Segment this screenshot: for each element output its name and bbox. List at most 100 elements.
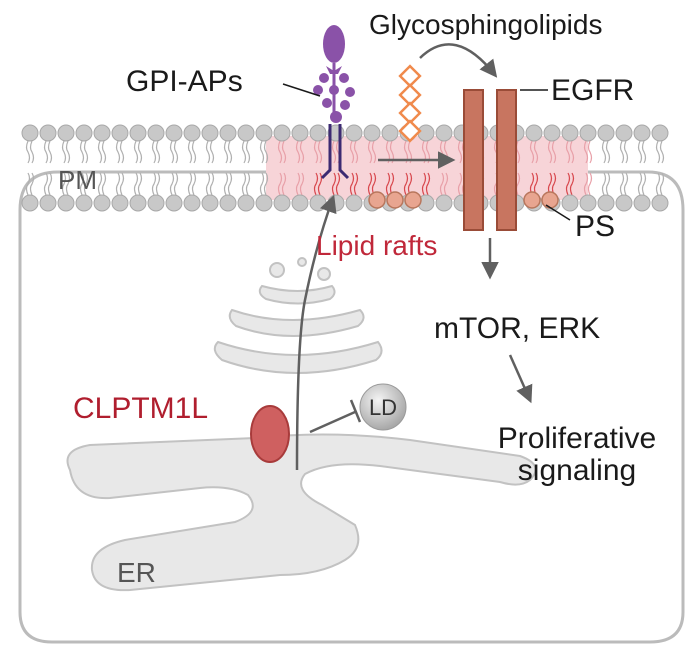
lipid-tail [349, 172, 359, 196]
lipid-head [201, 194, 219, 212]
lipid-head [417, 124, 435, 142]
label-proliferative: Proliferative [498, 422, 656, 455]
lipid-tail [619, 140, 629, 164]
lipid-tail [133, 172, 143, 196]
lipid-head [165, 194, 183, 212]
lipid-head [255, 124, 273, 142]
lipid-head [147, 124, 165, 142]
lipid-tail [565, 140, 575, 164]
lipid-tail [205, 172, 215, 196]
lipid-head [597, 194, 615, 212]
label-mtor-erk: mTOR, ERK [434, 312, 600, 345]
mtor-to-proliferation-arrow [508, 354, 533, 404]
lipid-tail [241, 140, 251, 164]
lipid-head [219, 194, 237, 212]
lipid-head [111, 124, 129, 142]
membrane-tails [25, 140, 665, 196]
lipid-head [57, 124, 75, 142]
lipid-head [147, 194, 165, 212]
lipid-tail [421, 172, 431, 196]
lipid-tail [97, 140, 107, 164]
lipid-head [543, 124, 561, 142]
label-leader-lines [282, 83, 571, 221]
lipid-head [561, 194, 579, 212]
lipid-droplet [359, 383, 407, 431]
lipid-head [255, 194, 273, 212]
lipid-head [291, 194, 309, 212]
lipid-tail [349, 140, 359, 164]
lipid-head [633, 194, 651, 212]
lipid-tail [223, 140, 233, 164]
glycosphingolipid [398, 64, 422, 143]
lipid-tail [79, 140, 89, 164]
lipid-head [579, 194, 597, 212]
lipid-tail [547, 172, 557, 196]
lipid-head [111, 194, 129, 212]
lipid-head [633, 124, 651, 142]
lipid-head [39, 124, 57, 142]
lipid-head [561, 124, 579, 142]
label-egfr: EGFR [551, 74, 634, 107]
lipid-tail [169, 140, 179, 164]
lipid-head [219, 124, 237, 142]
egfr-receptor [463, 89, 517, 231]
lipid-tail [25, 172, 35, 196]
label-glycosphingolipids: Glycosphingolipids [369, 9, 602, 40]
lipid-tail [259, 140, 269, 164]
label-er: ER [117, 557, 156, 588]
lipid-tail [313, 140, 323, 164]
lipid-tail [367, 172, 377, 196]
lipid-head [75, 124, 93, 142]
lipid-tail [295, 140, 305, 164]
trafficking-arrow [295, 194, 337, 471]
lipid-head [363, 124, 381, 142]
lipid-tail [583, 140, 593, 164]
lipid-tail [277, 172, 287, 196]
label-ps: PS [575, 210, 615, 243]
lipid-tail [601, 140, 611, 164]
label-ld: LD [369, 395, 397, 420]
lipid-head [291, 124, 309, 142]
ld-inhibition-arrow [309, 399, 362, 434]
label-pm: PM [58, 165, 97, 195]
lipid-tail [115, 172, 125, 196]
lipid-head [183, 194, 201, 212]
lipid-tail [403, 172, 413, 196]
lipid-head [597, 124, 615, 142]
lipid-tail [43, 172, 53, 196]
lipid-head [39, 194, 57, 212]
lipid-head [201, 124, 219, 142]
lipid-tail [133, 140, 143, 164]
label-clptm1l: CLPTM1L [73, 392, 208, 425]
label-signaling: signaling [518, 454, 636, 487]
lipid-head [435, 194, 453, 212]
lipid-tail [529, 140, 539, 164]
ps-lipids [368, 191, 559, 209]
clptm1l-protein [250, 405, 290, 463]
lipid-head [309, 194, 327, 212]
label-gpi-aps: GPI-APs [126, 65, 243, 98]
lipid-head [381, 124, 399, 142]
lipid-head [579, 124, 597, 142]
lipid-head [309, 124, 327, 142]
lipid-head [345, 194, 363, 212]
lipid-head [237, 124, 255, 142]
lipid-tail [331, 172, 341, 196]
lipid-tail [259, 172, 269, 196]
lipid-head [345, 124, 363, 142]
lipid-tail [151, 140, 161, 164]
lipid-head [165, 124, 183, 142]
lipid-tail [205, 140, 215, 164]
lipid-tail [367, 140, 377, 164]
lipid-head [273, 124, 291, 142]
lipid-head [435, 124, 453, 142]
lipid-tail [619, 172, 629, 196]
lipid-tail [601, 172, 611, 196]
lipid-tail [313, 172, 323, 196]
lipid-head [273, 194, 291, 212]
glyco-to-egfr-arrow [419, 43, 498, 78]
lipid-tail [169, 172, 179, 196]
lipid-tail [97, 172, 107, 196]
lipid-tail [655, 172, 665, 196]
lipid-tail [79, 172, 89, 196]
